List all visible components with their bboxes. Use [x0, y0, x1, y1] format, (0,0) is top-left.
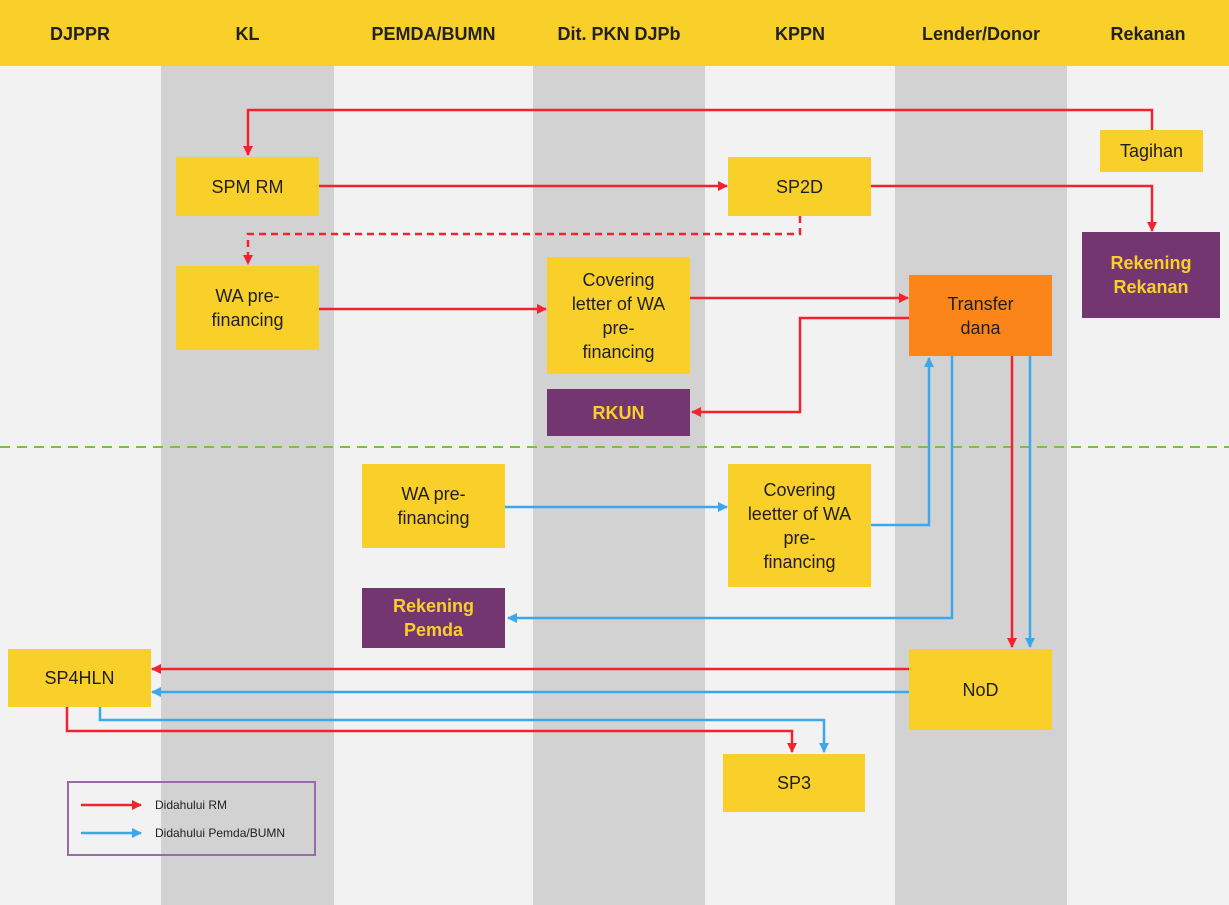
edge-sp2d-to-rekening-rekanan — [871, 184, 1157, 232]
lane-header-bar — [0, 0, 1229, 66]
edge-transfer-dana-to-rkun — [691, 316, 910, 417]
lane-title-rekanan: Rekanan — [1110, 24, 1186, 44]
node-rekening-pemda: Rekening Pemda — [362, 588, 505, 648]
node-covering-letter-pkn: Covering letter of WA pre- financing — [547, 257, 690, 374]
lane-title-lender-donor: Lender/Donor — [921, 24, 1040, 44]
legend: Didahului RM Didahului Pemda/BUMN — [67, 781, 316, 856]
node-sp2d: SP2D — [728, 157, 871, 216]
edge-sp2d-to-wa-prefinancing-kl — [243, 216, 802, 265]
node-spm-rm: SPM RM — [176, 157, 319, 216]
lane-band-pkn — [533, 66, 705, 905]
edge-tagihan-to-spm-rm — [243, 108, 1154, 156]
edge-transfer-dana-to-rekening-pemda — [507, 356, 954, 623]
lane-title-djppr: DJPPR — [49, 24, 111, 44]
node-wa-prefinancing-kl: WA pre- financing — [176, 266, 319, 350]
node-nod: NoD — [909, 649, 1052, 730]
lane-title-dit-pkn-djpb: Dit. PKN DJPb — [557, 24, 681, 44]
node-transfer-dana: Transfer dana — [909, 275, 1052, 356]
node-rekening-rekanan: Rekening Rekanan — [1082, 232, 1220, 318]
node-sp3: SP3 — [723, 754, 865, 812]
node-rkun: RKUN — [547, 389, 690, 436]
node-covering-leetter-kppn: Covering leetter of WA pre- financing — [728, 464, 871, 587]
edge-sp4hln-to-sp3-red — [65, 707, 797, 753]
legend-swatches — [81, 800, 142, 838]
lane-title-kppn: KPPN — [774, 24, 825, 44]
legend-label-rm: Didahului RM — [155, 798, 228, 812]
edge-covering-leetter-to-transfer-dana — [871, 357, 934, 527]
lane-title-kl: KL — [235, 24, 260, 44]
edge-sp4hln-to-sp3-blue — [98, 707, 829, 753]
lane-band-lender — [895, 66, 1067, 905]
node-tagihan: Tagihan — [1100, 130, 1203, 172]
node-sp4hln: SP4HLN — [8, 649, 151, 707]
node-wa-prefinancing-pemda: WA pre- financing — [362, 464, 505, 548]
lane-title-pemda-bumn: PEMDA/BUMN — [371, 24, 496, 44]
legend-label-pemda-bumn: Didahului Pemda/BUMN — [155, 826, 286, 840]
